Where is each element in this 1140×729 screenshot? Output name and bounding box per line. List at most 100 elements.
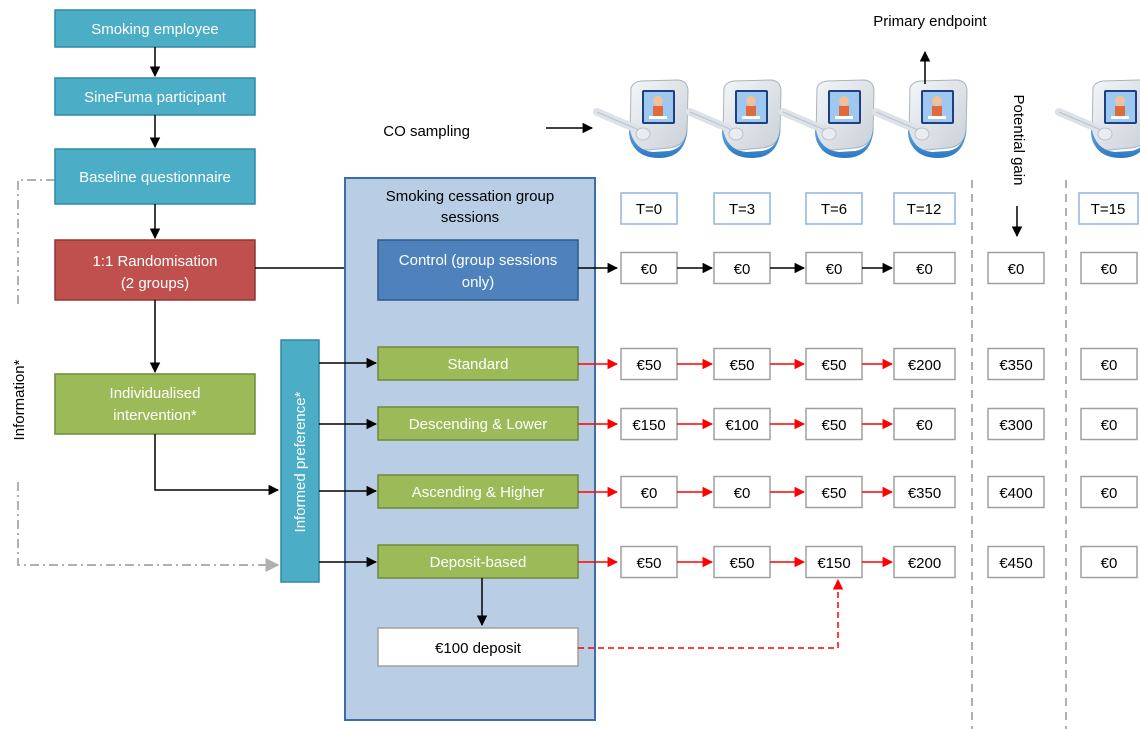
gain-arm3: €400 <box>999 485 1032 502</box>
reward-arm0-t0: €0 <box>641 261 658 278</box>
enrolment-column: Smoking employee SineFuma participant Ba… <box>54 9 280 496</box>
gain-arm0-box <box>987 251 1045 285</box>
gain-arm4: €450 <box>999 555 1032 572</box>
reward-arm1-t1: €50 <box>729 357 754 374</box>
t15-arm2: €0 <box>1101 417 1118 434</box>
smoking-employee-box <box>54 9 256 48</box>
t15-arm2-box <box>1080 407 1138 441</box>
gain-arm3-box <box>987 475 1045 509</box>
reward-arm1-t0: €50 <box>636 357 661 374</box>
ascending-arm-box <box>377 474 579 509</box>
control-label-line1: Control (group sessions <box>399 252 557 269</box>
informed-preference-box: Informed preference* <box>280 339 320 583</box>
reward-arm1-t0-box <box>620 347 678 381</box>
reward-arm4-t2-box <box>805 545 863 579</box>
descending-arm-label: Descending & Lower <box>409 416 547 433</box>
timepoint-t15: T=15 <box>1091 201 1126 218</box>
individualised-intervention-box <box>54 373 256 435</box>
reward-arm4-t3-box <box>893 545 956 579</box>
information-label: Information* <box>11 359 28 440</box>
reward-arm3-t0: €0 <box>641 485 658 502</box>
reward-arm0-t1: €0 <box>734 261 751 278</box>
gain-arm4-box <box>987 545 1045 579</box>
standard-arm-label: Standard <box>448 356 509 373</box>
gain-arm0: €0 <box>1008 261 1025 278</box>
primary-endpoint-label: Primary endpoint <box>873 13 987 30</box>
potential-gain-label: Potential gain <box>1010 95 1027 186</box>
reward-grid: €0 €0 €0 €0 €0 €0 €50 €50 €50 €200 €350 €0 €150 €100 €… <box>620 251 1138 579</box>
individualised-label-line1: Individualised <box>110 385 201 402</box>
reward-arm0-t3: €0 <box>916 261 933 278</box>
co-devices <box>597 80 1140 158</box>
randomisation-label-line2: (2 groups) <box>121 275 189 292</box>
baseline-questionnaire-label: Baseline questionnaire <box>79 169 231 186</box>
co-device-icon-t12 <box>876 80 967 158</box>
randomisation-label-line1: 1:1 Randomisation <box>92 253 217 270</box>
timepoint-t6: T=6 <box>821 201 847 218</box>
t15-arm1-box <box>1080 347 1138 381</box>
sinefuma-participant-box <box>54 77 256 116</box>
information-loop: Information* <box>11 179 280 572</box>
smoking-employee-label: Smoking employee <box>91 21 219 38</box>
reward-arm2-t2: €50 <box>821 417 846 434</box>
t15-arm3-box <box>1080 475 1138 509</box>
t15-arm0: €0 <box>1101 261 1118 278</box>
t15-arm4: €0 <box>1101 555 1118 572</box>
t15-arm4-box <box>1080 545 1138 579</box>
reward-arm4-t3: €200 <box>908 555 941 572</box>
group-sessions-title-line2: sessions <box>441 209 499 226</box>
timepoint-t12: T=12 <box>907 201 942 218</box>
co-device-icon-t3 <box>690 80 781 158</box>
sinefuma-participant-label: SineFuma participant <box>84 89 227 106</box>
reward-arm1-t3: €200 <box>908 357 941 374</box>
arm-to-reward-arrows <box>578 262 619 568</box>
timepoint-t3: T=3 <box>729 201 755 218</box>
reward-arm4-t2: €150 <box>817 555 850 572</box>
arm-boxes: Control (group sessions only) Standard D… <box>377 239 579 667</box>
reward-arm3-t1: €0 <box>734 485 751 502</box>
preference-arrows <box>319 357 378 568</box>
co-sampling-label: CO sampling <box>383 123 470 140</box>
reward-arm4-t1: €50 <box>729 555 754 572</box>
co-device-icon-t6 <box>783 80 874 158</box>
reward-arm1-t3-box <box>893 347 956 381</box>
reward-arm2-t0: €150 <box>632 417 665 434</box>
gain-arm2: €300 <box>999 417 1032 434</box>
descending-arm-box <box>377 406 579 441</box>
reward-arm2-t3: €0 <box>916 417 933 434</box>
control-label-line2: only) <box>462 274 495 291</box>
t15-arm0-box <box>1080 251 1138 285</box>
t15-arm3: €0 <box>1101 485 1118 502</box>
reward-arm3-t3-box <box>893 475 956 509</box>
reward-arm4-t0-box <box>620 545 678 579</box>
reward-arm3-t2: €50 <box>821 485 846 502</box>
deposit-label: €100 deposit <box>435 640 522 657</box>
reward-arm0-t2-box <box>805 251 863 285</box>
timepoint-row: T=0 T=3 T=6 T=12 T=15 <box>620 192 1139 225</box>
reward-arm0-t2: €0 <box>826 261 843 278</box>
reward-arm0-t1-box <box>713 251 771 285</box>
reward-arm1-t1-box <box>713 347 771 381</box>
reward-arm3-t3: €350 <box>908 485 941 502</box>
reward-arm0-t3-box <box>893 251 956 285</box>
reward-arm2-t0-box <box>620 407 678 441</box>
reward-arm4-t0: €50 <box>636 555 661 572</box>
baseline-questionnaire-box <box>54 148 256 205</box>
group-sessions-title-line1: Smoking cessation group <box>386 188 554 205</box>
co-device-icon-t0 <box>597 80 688 158</box>
reward-arm3-t0-box <box>620 475 678 509</box>
reward-arm3-t1-box <box>713 475 771 509</box>
reward-arm2-t3-box <box>893 407 956 441</box>
informed-preference-label: Informed preference* <box>292 391 309 532</box>
t15-arm1: €0 <box>1101 357 1118 374</box>
co-device-icon-t15 <box>1059 80 1140 158</box>
reward-arm4-t1-box <box>713 545 771 579</box>
deposit-arm-label: Deposit-based <box>430 554 527 571</box>
reward-arm3-t2-box <box>805 475 863 509</box>
reward-arm2-t1: €100 <box>725 417 758 434</box>
reward-arm1-t2: €50 <box>821 357 846 374</box>
control-arm-box <box>377 239 579 301</box>
individualised-label-line2: intervention* <box>113 407 197 424</box>
